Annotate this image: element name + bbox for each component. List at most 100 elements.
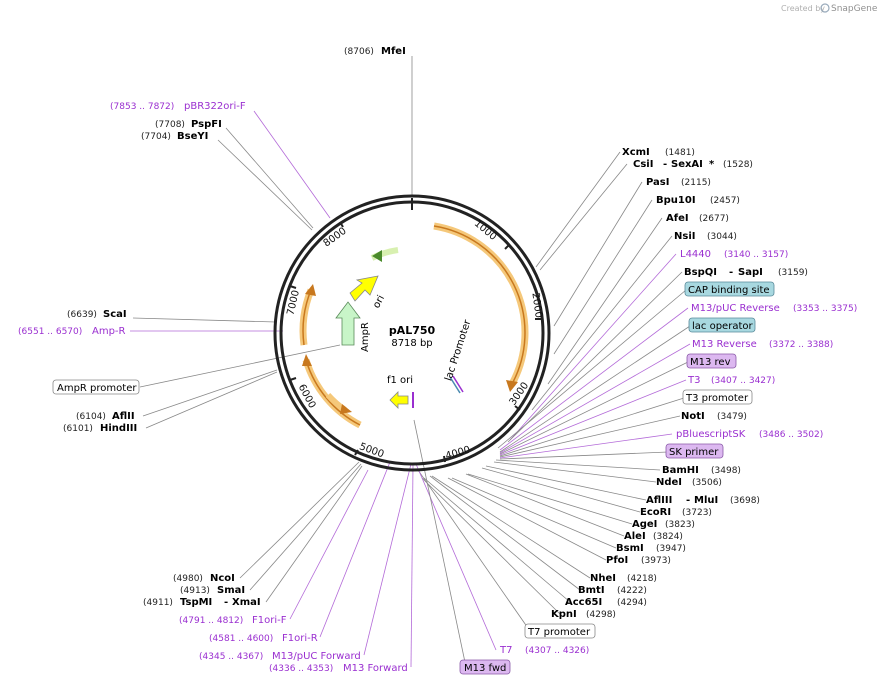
feature-box-label: AmpR promoter [57,383,137,394]
enzyme-name: ScaI [103,309,127,320]
enzyme-name: HindIII [100,423,137,434]
primer-name: Amp-R [92,326,126,337]
label-coord: (3506) [692,478,722,488]
enzyme-name: NcoI [210,573,235,584]
primer-coord: (7853 .. 7872) [110,102,174,112]
primer-coord: (4345 .. 4367) [199,652,263,662]
plasmid-size: 8718 bp [391,338,432,349]
ori-arrow-icon [349,275,379,302]
label-coord: (6639) [67,310,97,320]
feature-box-teal [688,317,756,333]
primer-name: M13 Reverse [692,339,757,350]
feature-box [524,623,596,639]
inner-features [335,275,464,409]
label-coord: (8706) [344,47,374,57]
primer-name: F1ori-R [282,633,318,644]
label-coord: (3973) [641,556,671,566]
feature-arcs [299,222,529,429]
feature-arc-left-lower [302,358,362,429]
label-coord: (4913) [180,586,210,596]
enzyme-name: SmaI [217,585,245,596]
label-coord: (3698) [730,496,760,506]
label-coord: (3947) [656,544,686,554]
primer-name: pBR322ori-F [184,101,246,112]
enzyme-name: PspFI [191,119,222,130]
label-coord: (4218) [627,574,657,584]
leader-lines [130,56,691,668]
svg-text:-: - [686,495,690,506]
enzyme-name: NdeI [656,477,682,488]
enzyme-name: KpnI [551,609,577,620]
enzyme-name: NotI [681,411,705,422]
feature-box-label: SK primer [669,447,719,458]
primer-coord: (4307 .. 4326) [525,646,589,656]
enzyme-name: BseYI [177,131,208,142]
label-coord: (7708) [155,120,185,130]
primer-name: F1ori-F [252,615,287,626]
feature-box-label: T3 promoter [685,393,749,404]
lac-promoter-label: lac Promoter [443,318,473,383]
enzyme-name-2: SexAI [671,159,703,170]
label-coord: (6104) [76,412,106,422]
enzyme-star: * [709,159,715,170]
feature-box-teal [684,281,775,297]
enzyme-name: AflIII [646,495,672,506]
label-coord: (4911) [143,598,173,608]
svg-text:-: - [224,597,228,608]
label-coord: (4222) [617,586,647,596]
label-coord: (3479) [717,412,747,422]
enzyme-name: AfeI [666,213,689,224]
primer-coord: (4581 .. 4600) [209,634,273,644]
primer-coord: (4791 .. 4812) [179,616,243,626]
primer-coord: (3140 .. 3157) [724,250,788,260]
backbone-outer-ring [273,194,551,472]
label-coord: (2115) [681,178,711,188]
enzyme-name-2: XmaI [232,597,261,608]
snapgene-watermark: Created by SnapGene [781,3,878,14]
feature-box-lilac [665,443,724,459]
ampr-label: AmpR [360,322,371,352]
enzyme-name: NsiI [674,231,695,242]
feature-box [52,379,140,395]
tick-label-2000: 2000 [529,292,543,319]
feature-box [682,389,753,405]
label-coord: (3159) [778,268,808,278]
enzyme-name: BspQI [684,267,717,278]
plasmid-name: pAL750 [389,324,436,337]
feature-box-lilac [459,659,511,675]
enzyme-name: PfoI [606,555,628,566]
label-coord: (6101) [63,424,93,434]
label-coord: (1528) [723,160,753,170]
primer-name: M13/pUC Forward [272,651,361,662]
label-coord: (4294) [617,598,647,608]
enzyme-name: Bpu10I [656,195,696,206]
enzyme-name: BamHI [662,465,699,476]
svg-text:-: - [729,267,733,278]
feature-box-label: CAP binding site [688,285,770,296]
enzyme-name: TspMI [180,597,212,608]
f1ori-arrow-icon [389,391,409,409]
feature-box-label: M13 fwd [464,663,506,674]
tick-label-8000: 8000 [322,226,349,250]
enzyme-name: MfeI [381,46,406,57]
ori-label: ori [371,294,387,311]
enzyme-name: EcoRI [640,507,671,518]
watermark-created-by: Created by [781,4,825,13]
label-coord: (3824) [653,532,683,542]
primer-coord: (3353 .. 3375) [793,304,857,314]
label-coord: (4298) [586,610,616,620]
feature-box-label: T7 promoter [527,627,591,638]
enzyme-name: CsiI [633,159,653,170]
primer-name: M13/pUC Reverse [691,303,780,314]
enzyme-name: PasI [646,177,669,188]
snapgene-logo-icon [820,3,830,13]
label-coord: (3498) [711,466,741,476]
label-coord: (3723) [682,508,712,518]
feature-box-label: lac operator [692,321,753,332]
primer-coord: (3407 .. 3427) [711,376,775,386]
enzyme-name-2: MluI [694,495,718,506]
feature-arc-large-right-stroke [433,225,526,385]
primer-name: M13 Forward [343,663,408,674]
enzyme-name: BmtI [578,585,605,596]
label-coord: (7704) [141,132,171,142]
